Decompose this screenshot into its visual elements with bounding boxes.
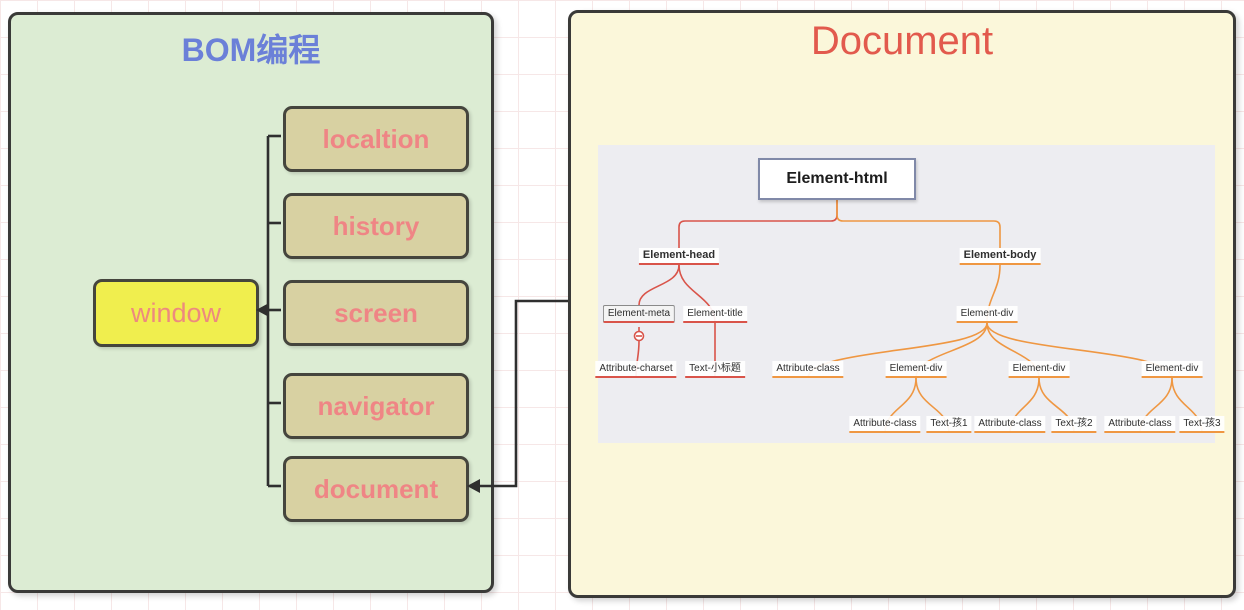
tree-node-text-title: Text-小标题 [685,361,745,378]
document-panel-title: Document [810,19,994,63]
window-node-label: window [130,297,222,328]
bom-node-document-label: document [313,473,439,504]
tree-leaf-text-3: Text-孩3 [1179,416,1225,433]
dom-tree: Element-html Element-head Element-body E… [595,145,1225,443]
tree-node-attr-class: Attribute-class [772,361,844,378]
document-panel: Document [568,10,1236,598]
tree-node-body: Element-body [959,248,1041,265]
tree-node-div-child-2: Element-div [1008,361,1070,378]
tree-node-div-child-1: Element-div [885,361,947,378]
bom-panel: BOM编程 window localtion history screen na… [8,12,494,593]
tree-leaf-attr-3: Attribute-class [1104,416,1176,433]
tree-leaf-attr-2: Attribute-class [974,416,1046,433]
tree-node-meta: Element-meta [602,305,676,323]
bom-node-history: history [283,193,469,259]
bom-node-document: document [283,456,469,522]
tree-leaf-text-1: Text-孩1 [926,416,972,433]
bom-node-localtion: localtion [283,106,469,172]
bom-node-screen: screen [283,280,469,346]
bom-node-history-label: history [332,210,420,241]
tree-node-head: Element-head [638,248,720,265]
tree-leaf-text-2: Text-孩2 [1051,416,1097,433]
tree-leaf-attr-1: Attribute-class [849,416,921,433]
window-node: window [93,279,259,347]
bom-node-navigator-label: navigator [317,390,435,421]
tree-node-attr-charset: Attribute-charset [595,361,677,378]
bom-node-screen-label: screen [334,297,418,328]
tree-node-html: Element-html [758,158,916,200]
tree-node-title: Element-title [683,306,747,323]
bom-panel-title: BOM编程 [181,32,321,68]
bom-node-navigator: navigator [283,373,469,439]
tree-node-div-root: Element-div [956,306,1018,323]
bom-node-localtion-label: localtion [322,123,430,154]
tree-node-div-child-3: Element-div [1141,361,1203,378]
